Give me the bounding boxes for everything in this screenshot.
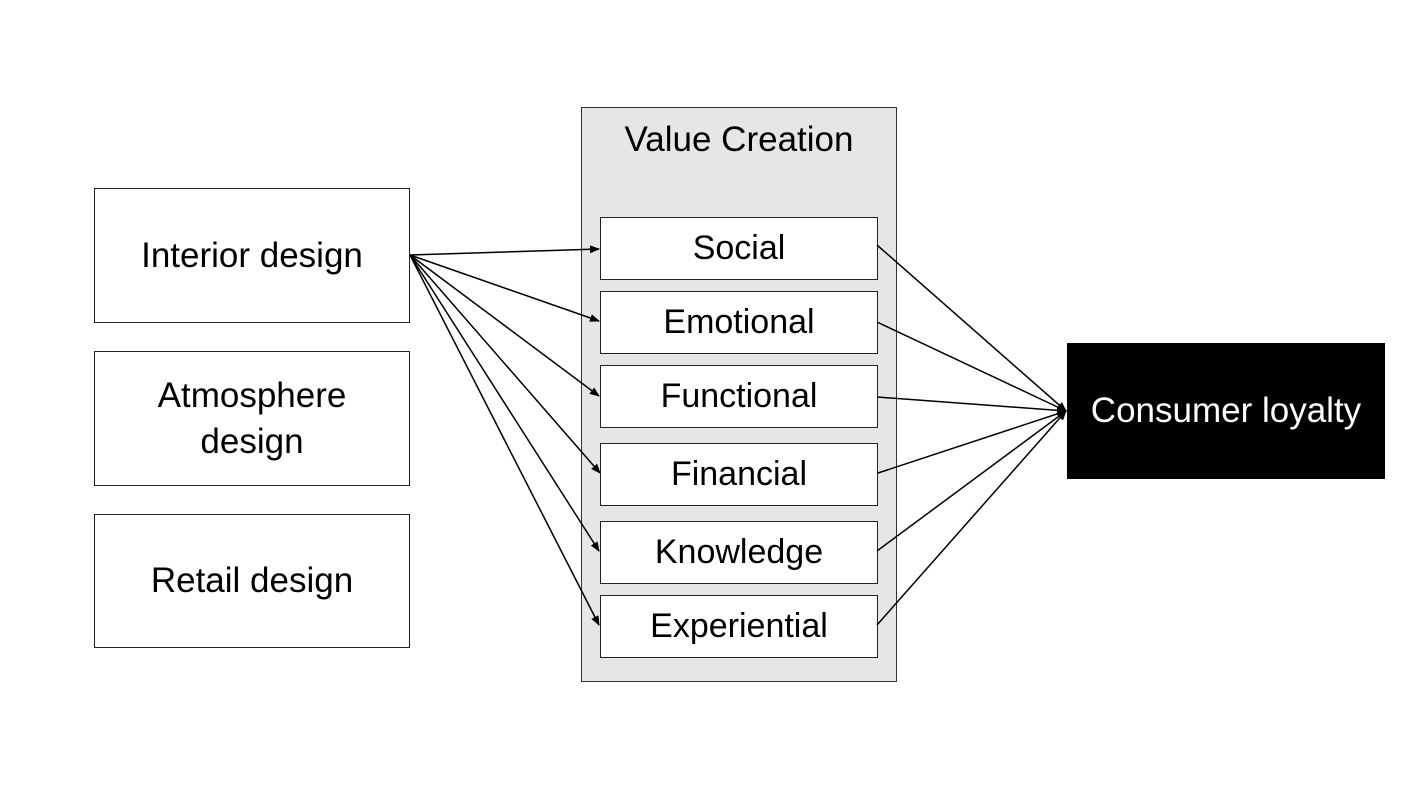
value-item-emotional: Emotional	[600, 291, 878, 354]
arrow-interior-to-emotional	[409, 254, 600, 322]
value-item-label: Social	[692, 229, 786, 267]
arrow-social-to-loyalty	[876, 244, 1067, 412]
interior-design-box: Interior design	[94, 188, 410, 323]
consumer-loyalty-label: Consumer loyalty	[1090, 391, 1362, 431]
atmosphere-design-label: Atmosphere design	[157, 376, 347, 461]
arrow-functional-to-loyalty	[876, 396, 1067, 415]
value-item-label: Experiential	[650, 607, 828, 645]
arrow-interior-to-financial	[409, 254, 601, 474]
value-creation-container: Value Creation Social Emotional Function…	[581, 107, 897, 682]
value-item-experiential: Experiential	[600, 595, 878, 658]
consumer-loyalty-box: Consumer loyalty	[1067, 343, 1385, 479]
arrow-emotional-to-loyalty	[876, 321, 1067, 412]
retail-design-box: Retail design	[94, 514, 410, 648]
arrow-experiential-to-loyalty	[876, 410, 1067, 626]
value-item-social: Social	[600, 217, 878, 280]
arrow-interior-to-experiential	[409, 254, 600, 626]
arrow-financial-to-loyalty	[877, 410, 1067, 474]
arrow-interior-to-knowledge	[409, 254, 600, 552]
value-item-label: Knowledge	[654, 533, 824, 571]
value-item-knowledge: Knowledge	[600, 521, 878, 584]
value-creation-title: Value Creation	[624, 120, 854, 159]
interior-design-label: Interior design	[141, 235, 363, 275]
arrow-knowledge-to-loyalty	[876, 410, 1067, 552]
retail-design-label: Retail design	[150, 561, 354, 601]
value-item-label: Emotional	[663, 303, 815, 341]
arrow-interior-to-functional	[409, 254, 600, 397]
value-item-label: Financial	[670, 455, 808, 493]
value-item-financial: Financial	[600, 443, 878, 506]
value-item-functional: Functional	[600, 365, 878, 428]
value-item-label: Functional	[660, 377, 818, 415]
atmosphere-design-box: Atmosphere design	[94, 351, 410, 486]
arrow-interior-to-social	[409, 245, 600, 256]
